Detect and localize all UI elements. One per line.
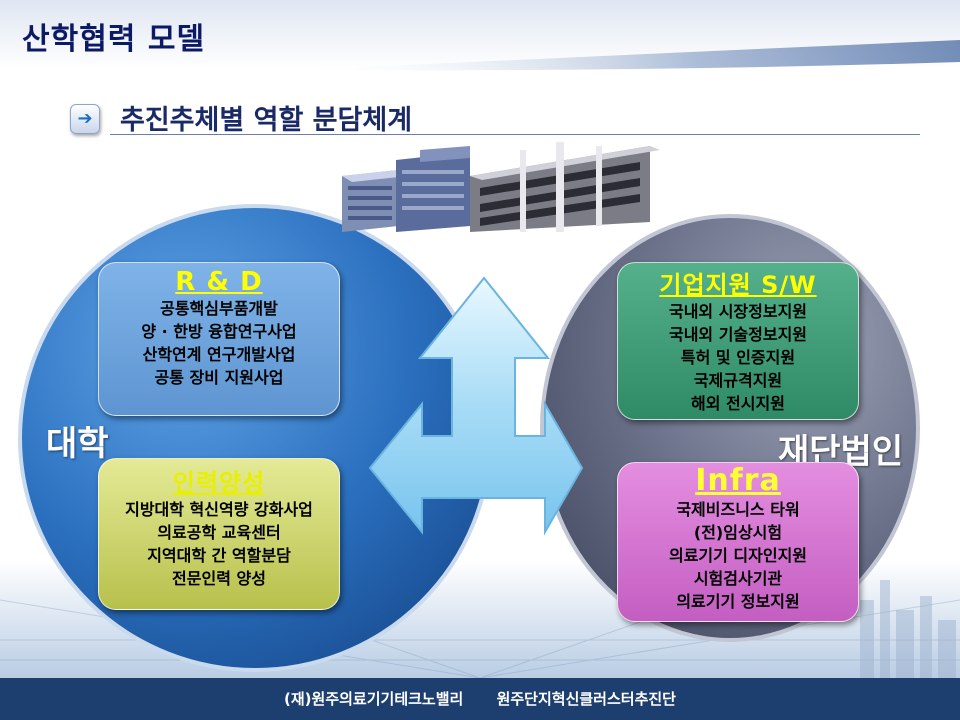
list-item: 국내외 시장정보지원 (668, 302, 808, 321)
list-item: 시험검사기관 (693, 569, 783, 588)
business-support-box: 기업지원 S/W 국내외 시장정보지원 국내외 기술정보지원 특허 및 인증지원… (617, 262, 859, 420)
rd-box-title: R & D (175, 267, 263, 297)
infra-box-title: Infra (695, 463, 781, 498)
list-item: 전문인력 양성 (172, 569, 266, 588)
list-item: (전)임상시험 (693, 523, 783, 542)
list-item: 지방대학 혁신역량 강화사업 (125, 500, 313, 519)
rd-box-items: 공통핵심부품개발 양 · 한방 융합연구사업 산학연계 연구개발사업 공통 장비… (99, 297, 339, 389)
hr-box-items: 지방대학 혁신역량 강화사업 의료공학 교육센터 지역대학 간 역할분담 전문인… (99, 498, 339, 590)
business-support-box-items: 국내외 시장정보지원 국내외 기술정보지원 특허 및 인증지원 국제규격지원 해… (618, 300, 858, 415)
list-item: 산학연계 연구개발사업 (142, 345, 296, 364)
arrow-right-icon: ➔ (70, 104, 100, 134)
list-item: 공통핵심부품개발 (160, 299, 278, 318)
list-item: 국제규격지원 (693, 371, 783, 390)
list-item: 국제비즈니스 타워 (676, 500, 800, 519)
footer-text: (재)원주의료기기테크노밸리 원주단지혁신클러스터추진단 (0, 678, 960, 720)
buildings-illustration (342, 142, 660, 232)
list-item: 의료기기 정보지원 (676, 592, 800, 611)
footer-org-technovalley: (재)원주의료기기테크노밸리 (284, 690, 464, 708)
list-item: 해외 전시지원 (691, 394, 785, 413)
business-support-box-title: 기업지원 S/W (659, 271, 817, 299)
subtitle-underline (110, 134, 920, 135)
university-label: 대학 (46, 424, 109, 464)
list-item: 의료공학 교육센터 (157, 523, 281, 542)
infra-box: Infra 국제비즈니스 타워 (전)임상시험 의료기기 디자인지원 시험검사기… (617, 462, 859, 622)
subtitle-bar: ➔ 추진추체별 역할 분담체계 (62, 96, 922, 136)
list-item: 지역대학 간 역할분담 (147, 546, 291, 565)
list-item: 의료기기 디자인지원 (668, 546, 808, 565)
infra-box-items: 국제비즈니스 타워 (전)임상시험 의료기기 디자인지원 시험검사기관 의료기기… (618, 498, 858, 613)
list-item: 공통 장비 지원사업 (154, 368, 284, 387)
list-item: 국내외 기술정보지원 (668, 325, 808, 344)
list-item: 특허 및 인증지원 (680, 348, 796, 367)
hr-box-title: 인력양성 (172, 469, 266, 497)
section-subtitle: 추진추체별 역할 분담체계 (120, 105, 413, 136)
list-item: 양 · 한방 융합연구사업 (141, 322, 297, 341)
footer-org-cluster: 원주단지혁신클러스터추진단 (496, 690, 676, 708)
hr-box: 인력양성 지방대학 혁신역량 강화사업 의료공학 교육센터 지역대학 간 역할분… (98, 458, 340, 610)
footer-bar: (재)원주의료기기테크노밸리 원주단지혁신클러스터추진단 (0, 678, 960, 720)
three-way-arrow (368, 276, 584, 536)
page-title: 산학협력 모델 (22, 22, 206, 57)
rd-box: R & D 공통핵심부품개발 양 · 한방 융합연구사업 산학연계 연구개발사업… (98, 262, 340, 416)
